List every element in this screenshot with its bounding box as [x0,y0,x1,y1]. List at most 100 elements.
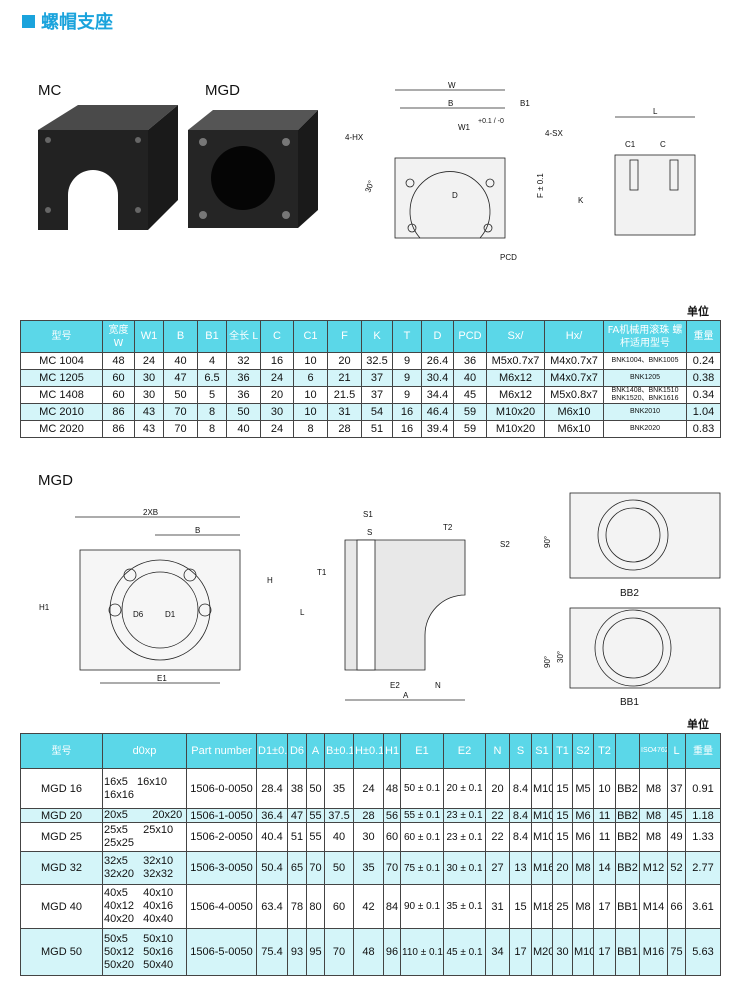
table-cell: 8 [293,420,328,438]
table-cell: 1506-4-0050 [186,884,257,929]
dim-s: S [367,528,372,537]
column-header: T1 [552,733,573,769]
table-cell: 52 [667,851,686,885]
column-header: H±0.1 [353,733,384,769]
table-cell: 36 [226,386,261,404]
column-header: Sx/ [486,320,545,353]
column-header: C [260,320,294,353]
table-cell: 9 [392,369,422,387]
table-cell: 24 [260,420,294,438]
table-cell: 49 [667,822,686,852]
dim-n: N [435,681,441,690]
table-cell: 9 [392,386,422,404]
column-header: D6 [287,733,307,769]
column-header: 重量 [685,733,721,769]
table-cell: 13 [509,851,532,885]
table-cell: 16x5 16x10 16x16 [102,768,187,809]
table-cell: 40 [453,369,487,387]
dim-s2: S2 [500,540,510,549]
table-cell: 14 [593,851,616,885]
dim-e1: E1 [157,674,167,683]
dim-l: L [300,608,305,617]
dim-2xb: 2XB [143,508,158,517]
table-cell: 23 ± 0.1 [443,808,486,823]
table-cell: 20x5 20x20 [102,808,187,823]
table-cell: M16 [639,928,668,976]
dim-l: L [653,107,658,116]
table-cell: 0.34 [686,386,721,404]
column-header: H1 [383,733,401,769]
table-cell: BNK1205 [603,369,687,387]
table-cell: 50 [306,768,325,809]
table-cell: 8 [197,420,227,438]
table-cell: 10 [293,386,328,404]
table-cell: 66 [667,884,686,929]
table-cell: 31 [327,403,362,421]
table-cell: 27 [485,851,510,885]
column-header: ISO4762 [639,733,668,769]
column-header: 全长 L [226,320,261,353]
table-cell: 34 [485,928,510,976]
table-cell: 75 [667,928,686,976]
table-cell: 21.5 [327,386,362,404]
table-cell: 32 [226,352,261,370]
table-cell: 42 [353,884,384,929]
table-cell: 1.18 [685,808,721,823]
label-pcd: PCD [500,253,517,262]
column-header: E1 [400,733,444,769]
table-cell: M8 [572,851,594,885]
table-cell: M10x20 [486,403,545,421]
column-header [615,733,640,769]
table-cell: 6 [293,369,328,387]
table-cell: 60 [102,369,135,387]
table-cell: 20 [327,352,362,370]
table-cell: 30.4 [421,369,454,387]
section-title-text: 螺帽支座 [41,12,113,33]
table-cell: M5x0.7x7 [486,352,545,370]
dim-h: H [267,576,273,585]
table-cell: 1.33 [685,822,721,852]
square-bullet-icon [22,15,35,28]
table-cell: 0.83 [686,420,721,438]
dim-b: B [195,526,200,535]
table-cell: M8 [639,808,668,823]
mgd-photo-label: MGD [205,82,240,99]
table-cell: M6x10 [544,403,604,421]
table-cell: M10 [531,768,553,809]
table-cell: 20 ± 0.1 [443,768,486,809]
dim-w: W [448,81,456,90]
table-cell: 25 [552,884,573,929]
table-cell: MGD 32 [20,851,103,885]
table-cell: 70 [324,928,354,976]
table-cell: 20 [485,768,510,809]
table-cell: M8 [639,768,668,809]
mc-front-drawing: W B B1 W1 +0.1 / -0 4-HX 4-SX D F ± 0.1 … [345,81,584,262]
table-cell: M20 [531,928,553,976]
table-cell: M5 [572,768,594,809]
column-header: 型号 [20,320,103,353]
table-cell: 70 [306,851,325,885]
table-cell: MGD 20 [20,808,103,823]
table-cell: M4x0.7x7 [544,369,604,387]
table-cell: 40 [163,352,198,370]
table-cell: 50 [163,386,198,404]
table-cell: BB1 [615,884,640,929]
table-cell: MC 1205 [20,369,103,387]
table-cell: MGD 16 [20,768,103,809]
column-header: FA机械用滚珠 螺杆适用型号 [603,320,687,353]
table-cell: 50 [324,851,354,885]
mc-label: MC [38,82,62,99]
table-cell: 55 [306,822,325,852]
table-cell: 78 [287,884,307,929]
table-cell: MGD 25 [20,822,103,852]
table-cell: 50.4 [256,851,288,885]
column-header: 型号 [20,733,103,769]
table-cell: 37 [361,386,393,404]
column-header: A [306,733,325,769]
table-cell: M4x0.7x7 [544,352,604,370]
table-cell: M16 [531,851,553,885]
